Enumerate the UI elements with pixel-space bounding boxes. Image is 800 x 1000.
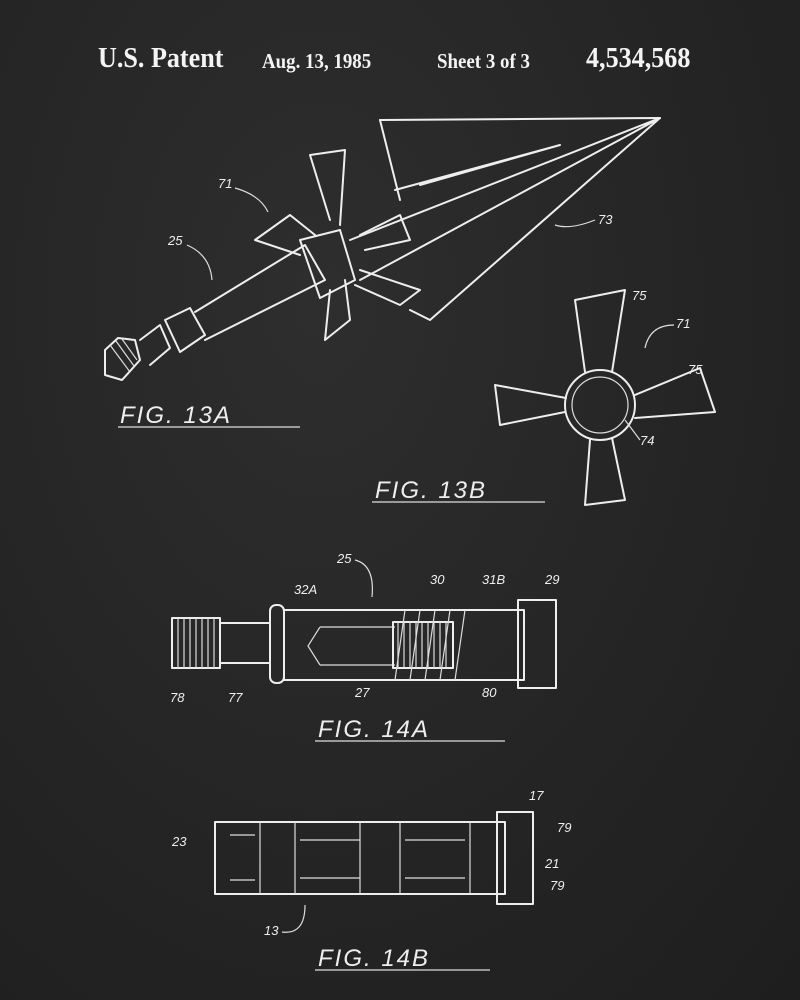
fig-13b-caption: FIG. 13B: [375, 477, 487, 504]
label-78: 78: [170, 690, 185, 705]
figure-13b-fan: 75 71 75 74 FIG. 13B: [372, 288, 716, 506]
label-27: 27: [354, 685, 370, 700]
patent-title: U.S. Patent: [98, 42, 224, 74]
label-75-right: 75: [688, 362, 703, 377]
figure-14a-adapter: 25 32A 30 31B 29 78 77 27 80 FIG. 14A: [170, 551, 559, 743]
label-31b: 31B: [482, 572, 505, 587]
label-79-top: 79: [557, 820, 571, 835]
label-73: 73: [598, 212, 613, 227]
label-23: 23: [171, 834, 187, 849]
label-17: 17: [529, 788, 544, 803]
patent-number: 4,534,568: [586, 42, 691, 74]
figure-13a-broadhead: 71 25 73 FIG. 13A: [104, 117, 661, 429]
fig-13a-caption: FIG. 13A: [120, 402, 232, 429]
fig-14a-caption: FIG. 14A: [318, 716, 430, 743]
label-75-top: 75: [632, 288, 647, 303]
label-79-bottom: 79: [550, 878, 564, 893]
label-80: 80: [482, 685, 497, 700]
label-32a: 32A: [294, 582, 317, 597]
label-25-14a: 25: [336, 551, 352, 566]
label-21: 21: [544, 856, 559, 871]
label-13: 13: [264, 923, 279, 938]
label-71: 71: [218, 176, 232, 191]
label-74: 74: [640, 433, 654, 448]
label-30: 30: [430, 572, 445, 587]
label-25: 25: [167, 233, 183, 248]
label-71-fan: 71: [676, 316, 690, 331]
figure-14b-insert: 17 79 23 21 79 13 FIG. 14B: [171, 788, 571, 972]
label-29: 29: [544, 572, 559, 587]
patent-date: Aug. 13, 1985: [262, 49, 372, 73]
fig-14b-caption: FIG. 14B: [318, 945, 430, 972]
label-77: 77: [228, 690, 243, 705]
sheet-number: Sheet 3 of 3: [437, 49, 530, 73]
